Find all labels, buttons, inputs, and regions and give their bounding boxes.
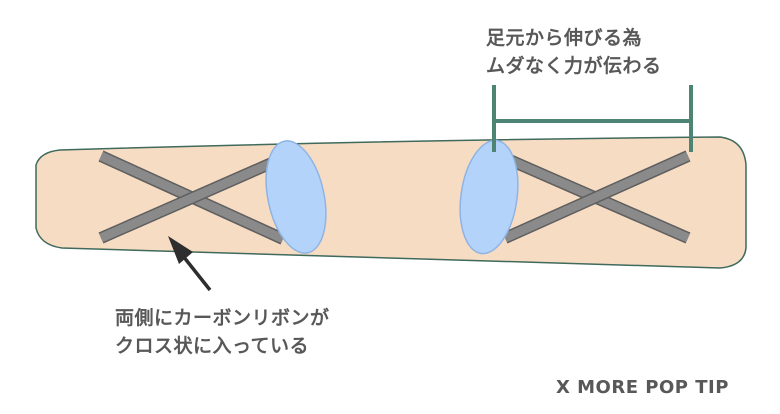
- left-carbon-ribbon: [98, 150, 286, 245]
- left-binding: [265, 140, 327, 254]
- right-ribbon-band-b-fill: [503, 151, 690, 243]
- right-binding: [459, 139, 519, 255]
- bridge-callout: 足元から伸びる為 ムダなく力が伝わる: [486, 24, 662, 80]
- pointer-arrow-head: [168, 236, 193, 264]
- pointer-arrow: [168, 236, 212, 292]
- ribbon-callout: 両側にカーボンリボンが クロス状に入っている: [115, 304, 330, 360]
- snowboard-body: [35, 136, 747, 269]
- bridge-bracket: [492, 85, 693, 152]
- pointer-arrow-shaft: [181, 254, 212, 292]
- bridge-callout-line2: ムダなく力が伝わる: [486, 55, 662, 77]
- ribbon-callout-line1: 両側にカーボンリボンが: [115, 307, 330, 329]
- bridge-callout-line1: 足元から伸びる為: [486, 27, 643, 49]
- ribbon-callout-line2: クロス状に入っている: [115, 335, 310, 357]
- right-carbon-ribbon: [502, 150, 691, 244]
- left-ribbon-band-b-fill: [99, 153, 285, 243]
- footer-label: X MORE POP TIP: [556, 377, 729, 398]
